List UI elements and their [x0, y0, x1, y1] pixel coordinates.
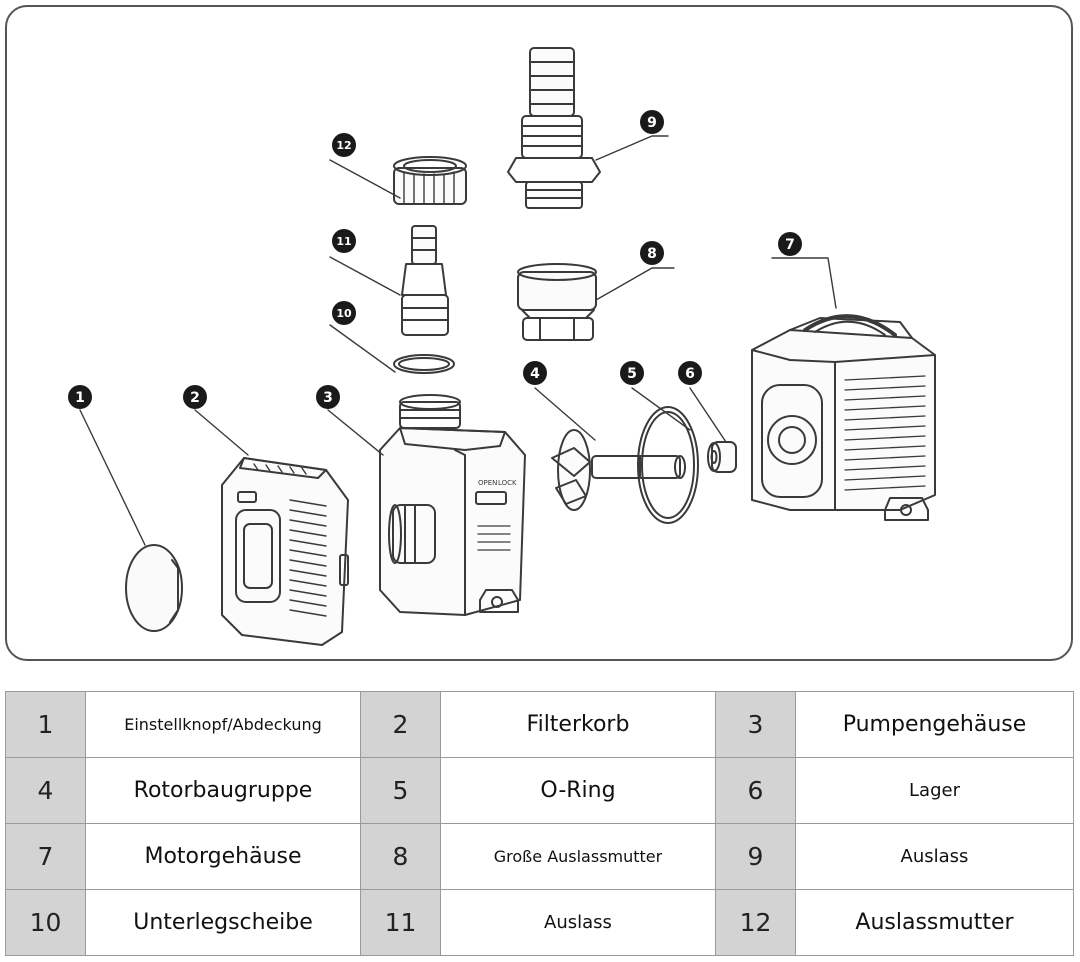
callout-10: 10: [332, 301, 356, 325]
part-10-washer: [393, 354, 455, 374]
part-3-pump-housing: [379, 394, 526, 616]
svg-text:12: 12: [336, 139, 351, 152]
part-8-large-outlet-nut: [517, 263, 597, 341]
part-5-o-ring: [637, 406, 699, 524]
part-4-rotor-assembly: [551, 429, 686, 511]
callout-1: 1: [68, 385, 92, 409]
table-row: 7 Motorgehäuse 8 Große Auslassmutter 9 A…: [5, 823, 1074, 890]
part-name-cell: Pumpengehäuse: [795, 691, 1074, 758]
part-name-cell: Unterlegscheibe: [85, 889, 361, 956]
table-row: 4 Rotorbaugruppe 5 O-Ring 6 Lager: [5, 757, 1074, 824]
exploded-pump-diagram: OPEN LOCK 1 2 3 4 5 6 7 8 9 10 11 12: [68, 47, 936, 646]
part-name-cell: Lager: [795, 757, 1074, 824]
part-9-outlet: [507, 47, 601, 209]
part-7-motor-housing: [751, 314, 936, 521]
callout-6: 6: [678, 361, 702, 385]
part-name-cell: Auslass: [440, 889, 716, 956]
part-number-cell: 9: [715, 823, 796, 890]
parts-legend-table: 1 Einstellknopf/Abdeckung 2 Filterkorb 3…: [5, 691, 1074, 956]
part-name-cell: Einstellknopf/Abdeckung: [85, 691, 361, 758]
table-row: 1 Einstellknopf/Abdeckung 2 Filterkorb 3…: [5, 691, 1074, 758]
leader-lines: [79, 135, 837, 546]
svg-text:4: 4: [530, 366, 540, 382]
part-number-cell: 10: [5, 889, 86, 956]
svg-text:1: 1: [75, 390, 85, 406]
svg-text:2: 2: [190, 390, 200, 406]
svg-text:11: 11: [336, 235, 351, 248]
svg-text:8: 8: [647, 246, 657, 262]
part-number-cell: 4: [5, 757, 86, 824]
part-number-cell: 12: [715, 889, 796, 956]
housing-lock-label: LOCK: [498, 479, 517, 487]
part-number-cell: 8: [360, 823, 441, 890]
svg-text:6: 6: [685, 366, 695, 382]
callout-12: 12: [332, 133, 356, 157]
part-number-cell: 3: [715, 691, 796, 758]
part-name-cell: Auslassmutter: [795, 889, 1074, 956]
part-11-outlet-adapter: [401, 225, 449, 336]
part-number-cell: 6: [715, 757, 796, 824]
callout-4: 4: [523, 361, 547, 385]
part-name-cell: Große Auslassmutter: [440, 823, 716, 890]
part-number-cell: 2: [360, 691, 441, 758]
callout-9: 9: [640, 110, 664, 134]
callout-3: 3: [316, 385, 340, 409]
svg-text:7: 7: [785, 237, 795, 253]
part-name-cell: O-Ring: [440, 757, 716, 824]
callout-2: 2: [183, 385, 207, 409]
part-number-cell: 7: [5, 823, 86, 890]
svg-text:5: 5: [627, 366, 637, 382]
callout-11: 11: [332, 229, 356, 253]
callout-8: 8: [640, 241, 664, 265]
table-row: 10 Unterlegscheibe 11 Auslass 12 Auslass…: [5, 889, 1074, 956]
part-1-cover: [125, 544, 183, 632]
part-name-cell: Rotorbaugruppe: [85, 757, 361, 824]
part-name-cell: Filterkorb: [440, 691, 716, 758]
part-number-cell: 11: [360, 889, 441, 956]
part-number-cell: 1: [5, 691, 86, 758]
part-2-filter-basket: [221, 457, 349, 646]
callout-5: 5: [620, 361, 644, 385]
svg-text:9: 9: [647, 115, 657, 131]
part-name-cell: Auslass: [795, 823, 1074, 890]
svg-text:3: 3: [323, 390, 333, 406]
part-12-outlet-nut: [393, 156, 467, 205]
part-6-bearing: [707, 441, 737, 473]
part-number-cell: 5: [360, 757, 441, 824]
callout-7: 7: [778, 232, 802, 256]
part-name-cell: Motorgehäuse: [85, 823, 361, 890]
housing-open-label: OPEN: [478, 479, 497, 487]
svg-text:10: 10: [336, 307, 352, 320]
